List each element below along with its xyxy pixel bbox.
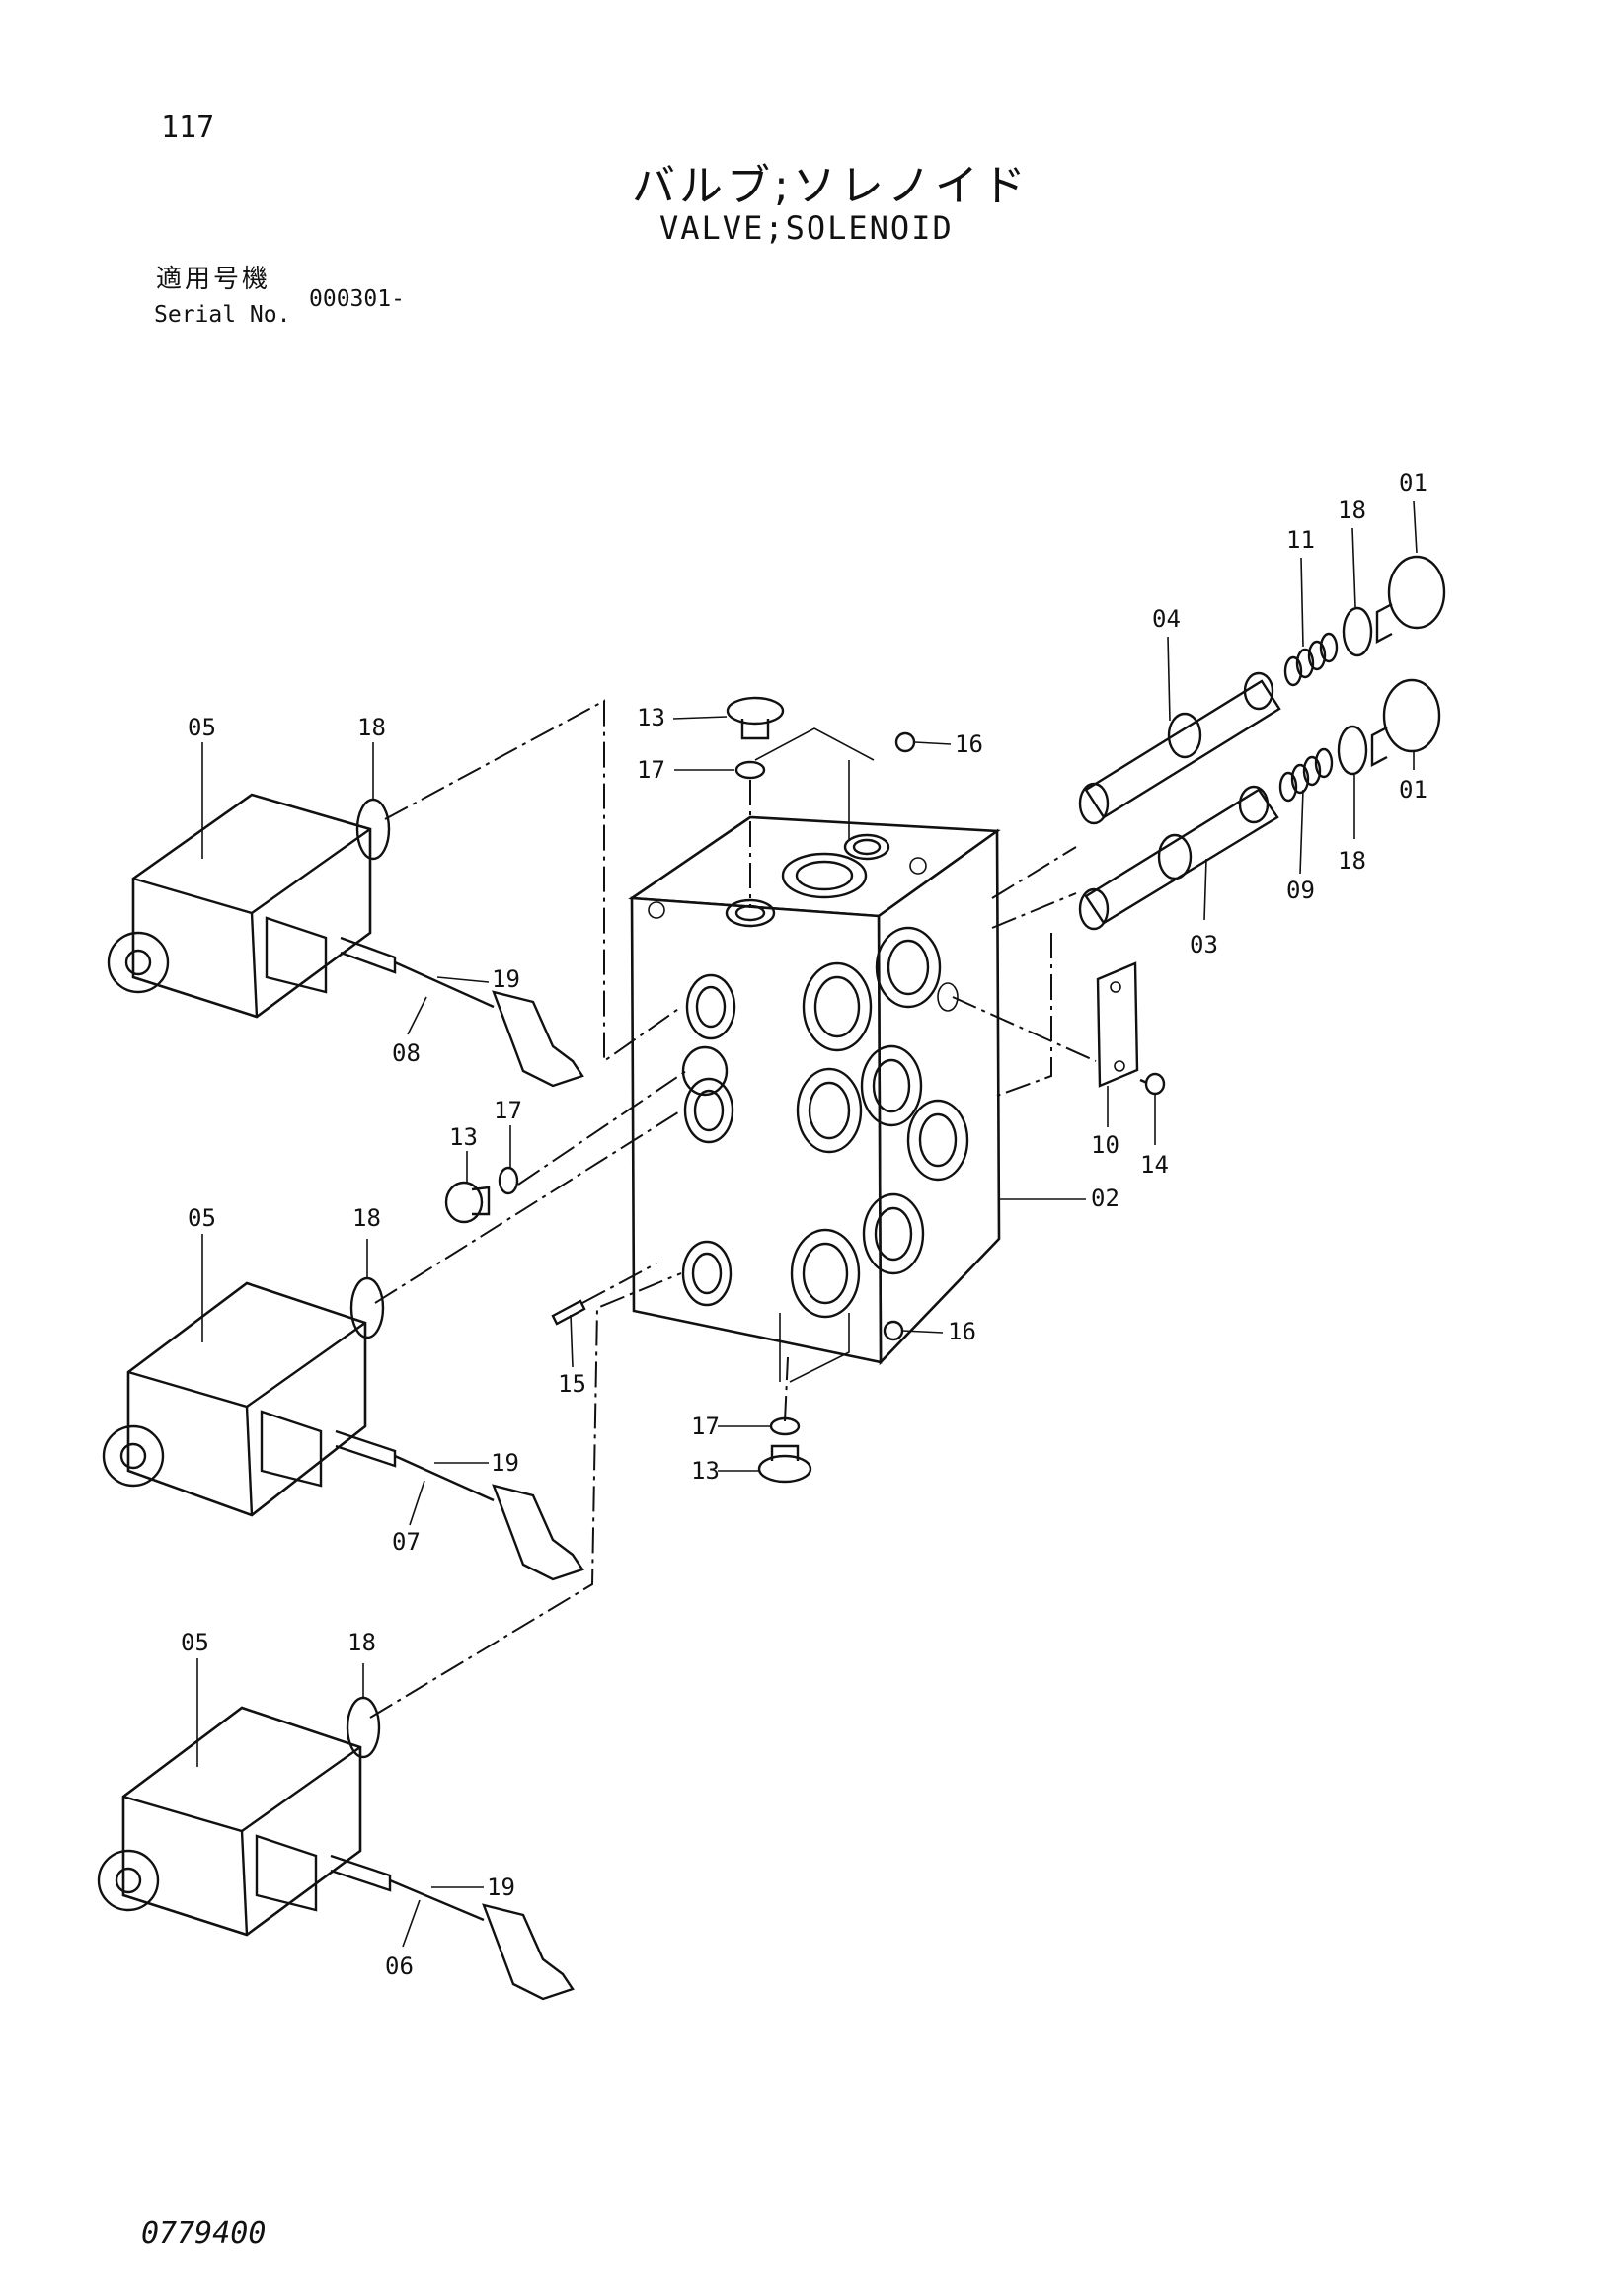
callout-18-mid: 18: [1338, 847, 1366, 875]
spool-03: [1078, 785, 1279, 931]
centerlines: [369, 699, 1097, 1719]
plug-01-mid: [1370, 678, 1441, 767]
callout-17-mid: 17: [494, 1097, 522, 1124]
o-ring-18-c: [346, 1696, 381, 1759]
serial-label-english: Serial No.: [154, 302, 291, 328]
o-ring-17-top: [734, 760, 766, 780]
o-ring-18-b: [349, 1276, 385, 1339]
callout-17-top: 17: [637, 756, 665, 784]
solenoid-05-b: [102, 1281, 584, 1581]
leader-lines: [196, 500, 1418, 1948]
screw-14: [1139, 1072, 1166, 1096]
o-ring-18-top-right: [1342, 606, 1373, 657]
callout-07: 07: [392, 1528, 421, 1556]
plate-10: [1096, 961, 1139, 1088]
callout-08: 08: [392, 1039, 421, 1067]
callout-16-bottom: 16: [948, 1318, 976, 1345]
callout-18-c: 18: [347, 1629, 376, 1656]
callout-18-a: 18: [357, 714, 386, 741]
spring-09: [1278, 747, 1334, 803]
callout-19-c: 19: [487, 1874, 515, 1901]
callout-10: 10: [1091, 1131, 1119, 1159]
callout-01-top: 01: [1399, 469, 1427, 497]
serial-label-japanese: 適用号機: [156, 265, 271, 294]
serial-number-value: 000301-: [309, 286, 405, 312]
solenoid-05-c: [97, 1706, 575, 2001]
plug-13-bottom: [757, 1444, 812, 1484]
spring-11: [1283, 632, 1339, 687]
callout-01-mid: 01: [1399, 776, 1427, 804]
spool-04: [1078, 671, 1281, 825]
callout-17-bottom: 17: [691, 1413, 720, 1440]
callout-13-mid: 13: [449, 1123, 478, 1151]
callout-04: 04: [1152, 605, 1181, 633]
plug-01-top: [1375, 555, 1446, 644]
title-english: VALVE;SOLENOID: [659, 209, 954, 247]
drawing-number: 0779400: [141, 2216, 267, 2251]
callout-18-b: 18: [352, 1204, 381, 1232]
pin-15: [551, 1299, 586, 1326]
callout-05-a: 05: [188, 714, 216, 741]
callout-15: 15: [558, 1370, 586, 1398]
plug-13-top: [726, 696, 785, 740]
callout-18-top: 18: [1338, 497, 1366, 524]
plug-13-mid: [444, 1181, 491, 1224]
o-ring-18-mid-right: [1337, 725, 1368, 776]
page-number: 117: [161, 111, 215, 145]
callout-13-bottom: 13: [691, 1457, 720, 1485]
callout-02: 02: [1091, 1185, 1119, 1212]
title-japanese: バルブ;ソレノイド: [632, 161, 1030, 211]
callout-14: 14: [1140, 1151, 1169, 1179]
callout-05-b: 05: [188, 1204, 216, 1232]
steel-ball-16-top: [894, 731, 916, 753]
callout-09: 09: [1286, 877, 1315, 904]
callout-16-top: 16: [955, 730, 983, 758]
solenoid-05-a: [107, 793, 584, 1088]
o-ring-17-mid: [498, 1166, 519, 1195]
callout-19-a: 19: [492, 965, 520, 993]
callout-11: 11: [1286, 526, 1315, 554]
callout-19-b: 19: [491, 1449, 519, 1477]
callout-06: 06: [385, 1952, 414, 1980]
callout-13-top: 13: [637, 704, 665, 731]
valve-body: [628, 815, 1001, 1366]
callout-05-c: 05: [181, 1629, 209, 1656]
callout-03: 03: [1190, 931, 1218, 958]
